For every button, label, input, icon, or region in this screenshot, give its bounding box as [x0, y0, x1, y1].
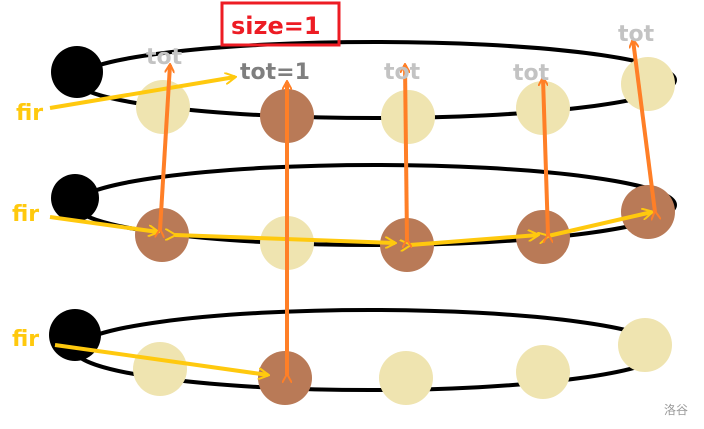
tot-active-label: tot=1 [240, 60, 310, 85]
size-label: size=1 [231, 12, 321, 40]
tot-arrow [160, 65, 170, 230]
node [133, 342, 187, 396]
tot-arrow [405, 65, 407, 240]
node [516, 345, 570, 399]
tot-label: tot [384, 60, 421, 85]
head-node-1 [51, 46, 103, 98]
fir-label: fir [16, 101, 43, 126]
head-node-3 [49, 309, 101, 361]
fir-arrow-1 [49, 77, 235, 110]
watermark: 洛谷 [664, 402, 688, 417]
node [621, 57, 675, 111]
link-arrow [410, 235, 538, 245]
node [618, 318, 672, 372]
fir-arrow-3 [54, 343, 268, 375]
size-box [220, 1, 341, 47]
node [379, 351, 433, 405]
tot-arrow [543, 78, 548, 235]
fir-label: fir [12, 202, 39, 227]
tot-label: tot [618, 22, 655, 47]
fir-arrow-2 [49, 215, 158, 232]
node [381, 90, 435, 144]
tot-label: tot [513, 61, 550, 86]
head-node-2 [51, 174, 99, 222]
tot-label: tot [146, 45, 183, 70]
tot-arrow [633, 40, 655, 212]
fir-label: fir [12, 327, 39, 352]
